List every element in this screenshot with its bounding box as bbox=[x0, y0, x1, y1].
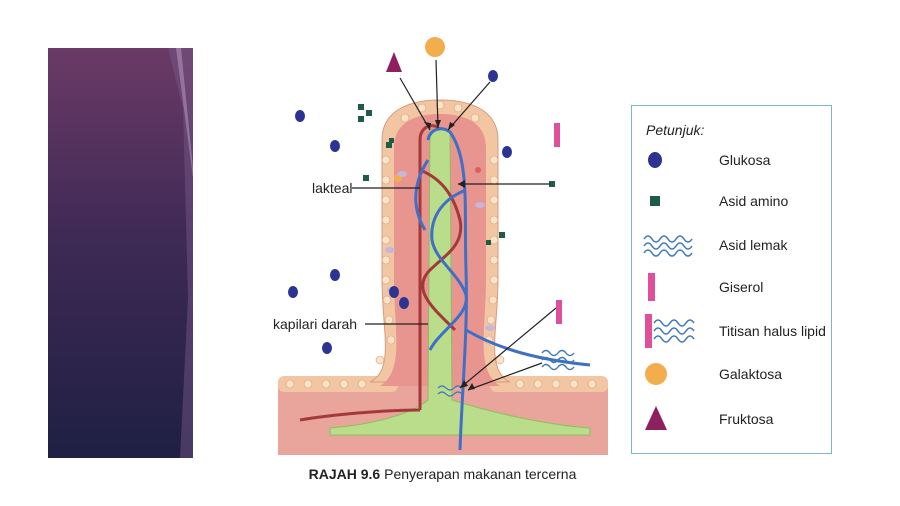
legend-box: Petunjuk: Glukosa Asid amino Asid lemak … bbox=[631, 105, 832, 454]
legend-item-glucose: Glukosa bbox=[632, 140, 832, 180]
free-galactose-icon bbox=[425, 37, 445, 57]
fatty-acid-wave-icon bbox=[643, 235, 693, 257]
free-fructose-icon bbox=[386, 52, 402, 72]
lipid-droplet-icon bbox=[645, 314, 695, 348]
absorbed-particles bbox=[385, 138, 495, 331]
legend-item-lipid-droplet: Titisan halus lipid bbox=[632, 311, 832, 351]
legend-item-galactose: Galaktosa bbox=[632, 354, 832, 394]
legend-item-fatty-acid: Asid lemak bbox=[632, 225, 832, 265]
free-fatty-acid-icon bbox=[541, 349, 575, 371]
legend-item-glycerol: Giserol bbox=[632, 267, 832, 307]
free-amino-acids bbox=[358, 104, 555, 238]
side-panel bbox=[48, 48, 193, 458]
epithelial-cells bbox=[285, 100, 597, 389]
side-panel-accent bbox=[168, 48, 193, 458]
caption-number: RAJAH 9.6 bbox=[308, 466, 381, 482]
legend-item-fructose: Fruktosa bbox=[632, 399, 832, 439]
arrow-heads bbox=[424, 120, 475, 390]
legend-title: Petunjuk: bbox=[646, 122, 705, 138]
absorption-arrows bbox=[352, 59, 557, 391]
venule-network bbox=[414, 127, 591, 451]
lacteal-lipid-waves bbox=[437, 385, 463, 397]
fructose-triangle-icon bbox=[645, 406, 667, 430]
figure-caption: RAJAH 9.6 Penyerapan makanan tercerna bbox=[270, 466, 615, 482]
lacteal-vessel bbox=[329, 129, 591, 436]
label-lakteal: lakteal bbox=[312, 180, 352, 196]
amino-acid-square-icon bbox=[650, 196, 660, 206]
free-glycerol bbox=[554, 123, 562, 324]
legend-item-amino-acid: Asid amino bbox=[632, 181, 832, 221]
glycerol-bar-icon bbox=[648, 273, 655, 301]
villus-diagram: lakteal kapilari darah bbox=[273, 37, 608, 455]
galactose-circle-icon bbox=[645, 363, 667, 385]
free-glucose bbox=[288, 70, 512, 354]
label-kapilari-darah: kapilari darah bbox=[273, 316, 357, 332]
caption-text: Penyerapan makanan tercerna bbox=[384, 466, 577, 482]
glucose-dot-icon bbox=[648, 152, 662, 168]
